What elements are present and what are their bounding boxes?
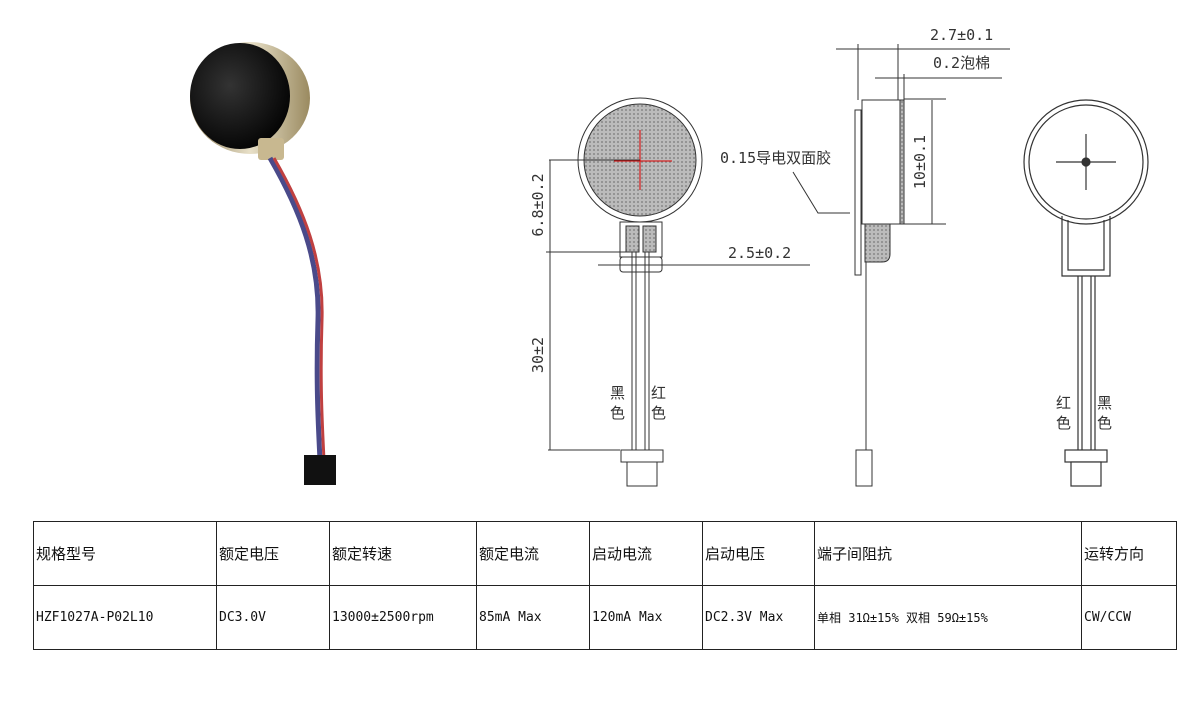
- cell-rated-speed: 13000±2500rpm: [329, 585, 477, 650]
- cell-rated-voltage: DC3.0V: [216, 585, 330, 650]
- dim-lead-length: 30±2: [529, 337, 547, 373]
- motor-photo: [190, 42, 336, 485]
- cell-start-current: 120mA Max: [589, 585, 703, 650]
- front-red-wire-label-1: 红: [651, 384, 666, 402]
- dim-height: 6.8±0.2: [529, 173, 547, 236]
- header-rated-speed: 额定转速: [329, 521, 477, 586]
- side-view: [792, 44, 1010, 487]
- header-start-voltage: 启动电压: [702, 521, 815, 586]
- dim-terminal-width: 2.5±0.2: [728, 244, 791, 262]
- front-black-wire-label-1: 黑: [610, 384, 625, 402]
- cell-start-voltage: DC2.3V Max: [702, 585, 815, 650]
- adhesive-label: 0.15导电双面胶: [720, 149, 831, 167]
- cell-terminal-resistance: 单相 31Ω±15% 双相 59Ω±15%: [814, 585, 1082, 650]
- cell-rotation: CW/CCW: [1081, 585, 1177, 650]
- front-black-wire-label-2: 色: [610, 404, 625, 422]
- front-view: [546, 97, 810, 487]
- cell-model: HZF1027A-P02L10: [33, 585, 217, 650]
- table-row: HZF1027A-P02L10 DC3.0V 13000±2500rpm 85m…: [33, 585, 1177, 650]
- back-view: [1023, 99, 1149, 487]
- spec-table: 规格型号 额定电压 额定转速 额定电流 启动电流 启动电压 端子间阻抗 运转方向…: [33, 521, 1177, 650]
- header-terminal-resistance: 端子间阻抗: [814, 521, 1082, 586]
- dim-foam: 0.2泡棉: [933, 54, 990, 72]
- back-black-wire-label-1: 黑: [1097, 394, 1112, 412]
- table-header-row: 规格型号 额定电压 额定转速 额定电流 启动电流 启动电压 端子间阻抗 运转方向: [33, 521, 1177, 586]
- header-model: 规格型号: [33, 521, 217, 586]
- back-red-wire-label-2: 色: [1056, 414, 1071, 432]
- back-black-wire-label-2: 色: [1097, 414, 1112, 432]
- header-start-current: 启动电流: [589, 521, 703, 586]
- back-red-wire-label-1: 红: [1056, 394, 1071, 412]
- header-rated-voltage: 额定电压: [216, 521, 330, 586]
- dim-thickness: 2.7±0.1: [930, 26, 993, 44]
- header-rotation: 运转方向: [1081, 521, 1177, 586]
- front-red-wire-label-2: 色: [651, 404, 666, 422]
- cell-rated-current: 85mA Max: [476, 585, 590, 650]
- dim-diameter: 10±0.1: [911, 135, 929, 189]
- header-rated-current: 额定电流: [476, 521, 590, 586]
